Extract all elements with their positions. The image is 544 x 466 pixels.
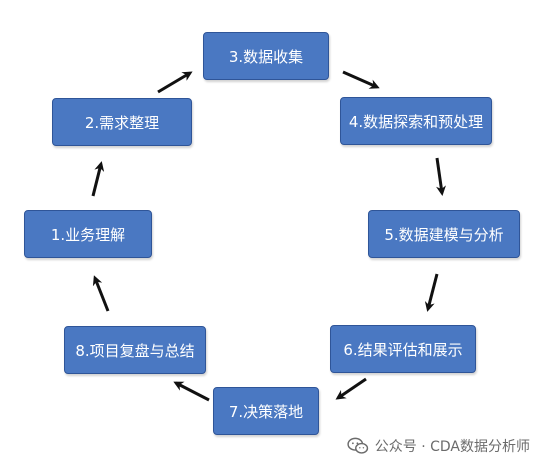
step-5-data-modeling: 5.数据建模与分析 bbox=[368, 210, 520, 258]
step-3-data-collection: 3.数据收集 bbox=[203, 32, 329, 80]
arrow-3-to-4 bbox=[342, 70, 380, 89]
arrow-8-to-1 bbox=[92, 275, 110, 312]
step-2-requirements: 2.需求整理 bbox=[52, 98, 192, 146]
step-1-business-understanding: 1.业务理解 bbox=[24, 210, 152, 258]
arrow-6-to-7 bbox=[335, 377, 367, 400]
watermark: 公众号 · CDA数据分析师 bbox=[347, 436, 530, 456]
arrow-7-to-8 bbox=[173, 381, 210, 402]
arrow-1-to-2 bbox=[91, 161, 105, 197]
wechat-icon bbox=[347, 437, 368, 454]
watermark-text: 公众号 · CDA数据分析师 bbox=[374, 439, 530, 455]
step-8-project-review: 8.项目复盘与总结 bbox=[64, 326, 206, 374]
step-6-result-evaluation: 6.结果评估和展示 bbox=[330, 325, 476, 373]
arrow-5-to-6 bbox=[424, 273, 439, 312]
step-7-decision-landing: 7.决策落地 bbox=[213, 387, 319, 435]
arrow-2-to-3 bbox=[157, 71, 193, 94]
step-4-data-exploration: 4.数据探索和预处理 bbox=[340, 97, 492, 145]
arrow-4-to-5 bbox=[435, 157, 446, 196]
